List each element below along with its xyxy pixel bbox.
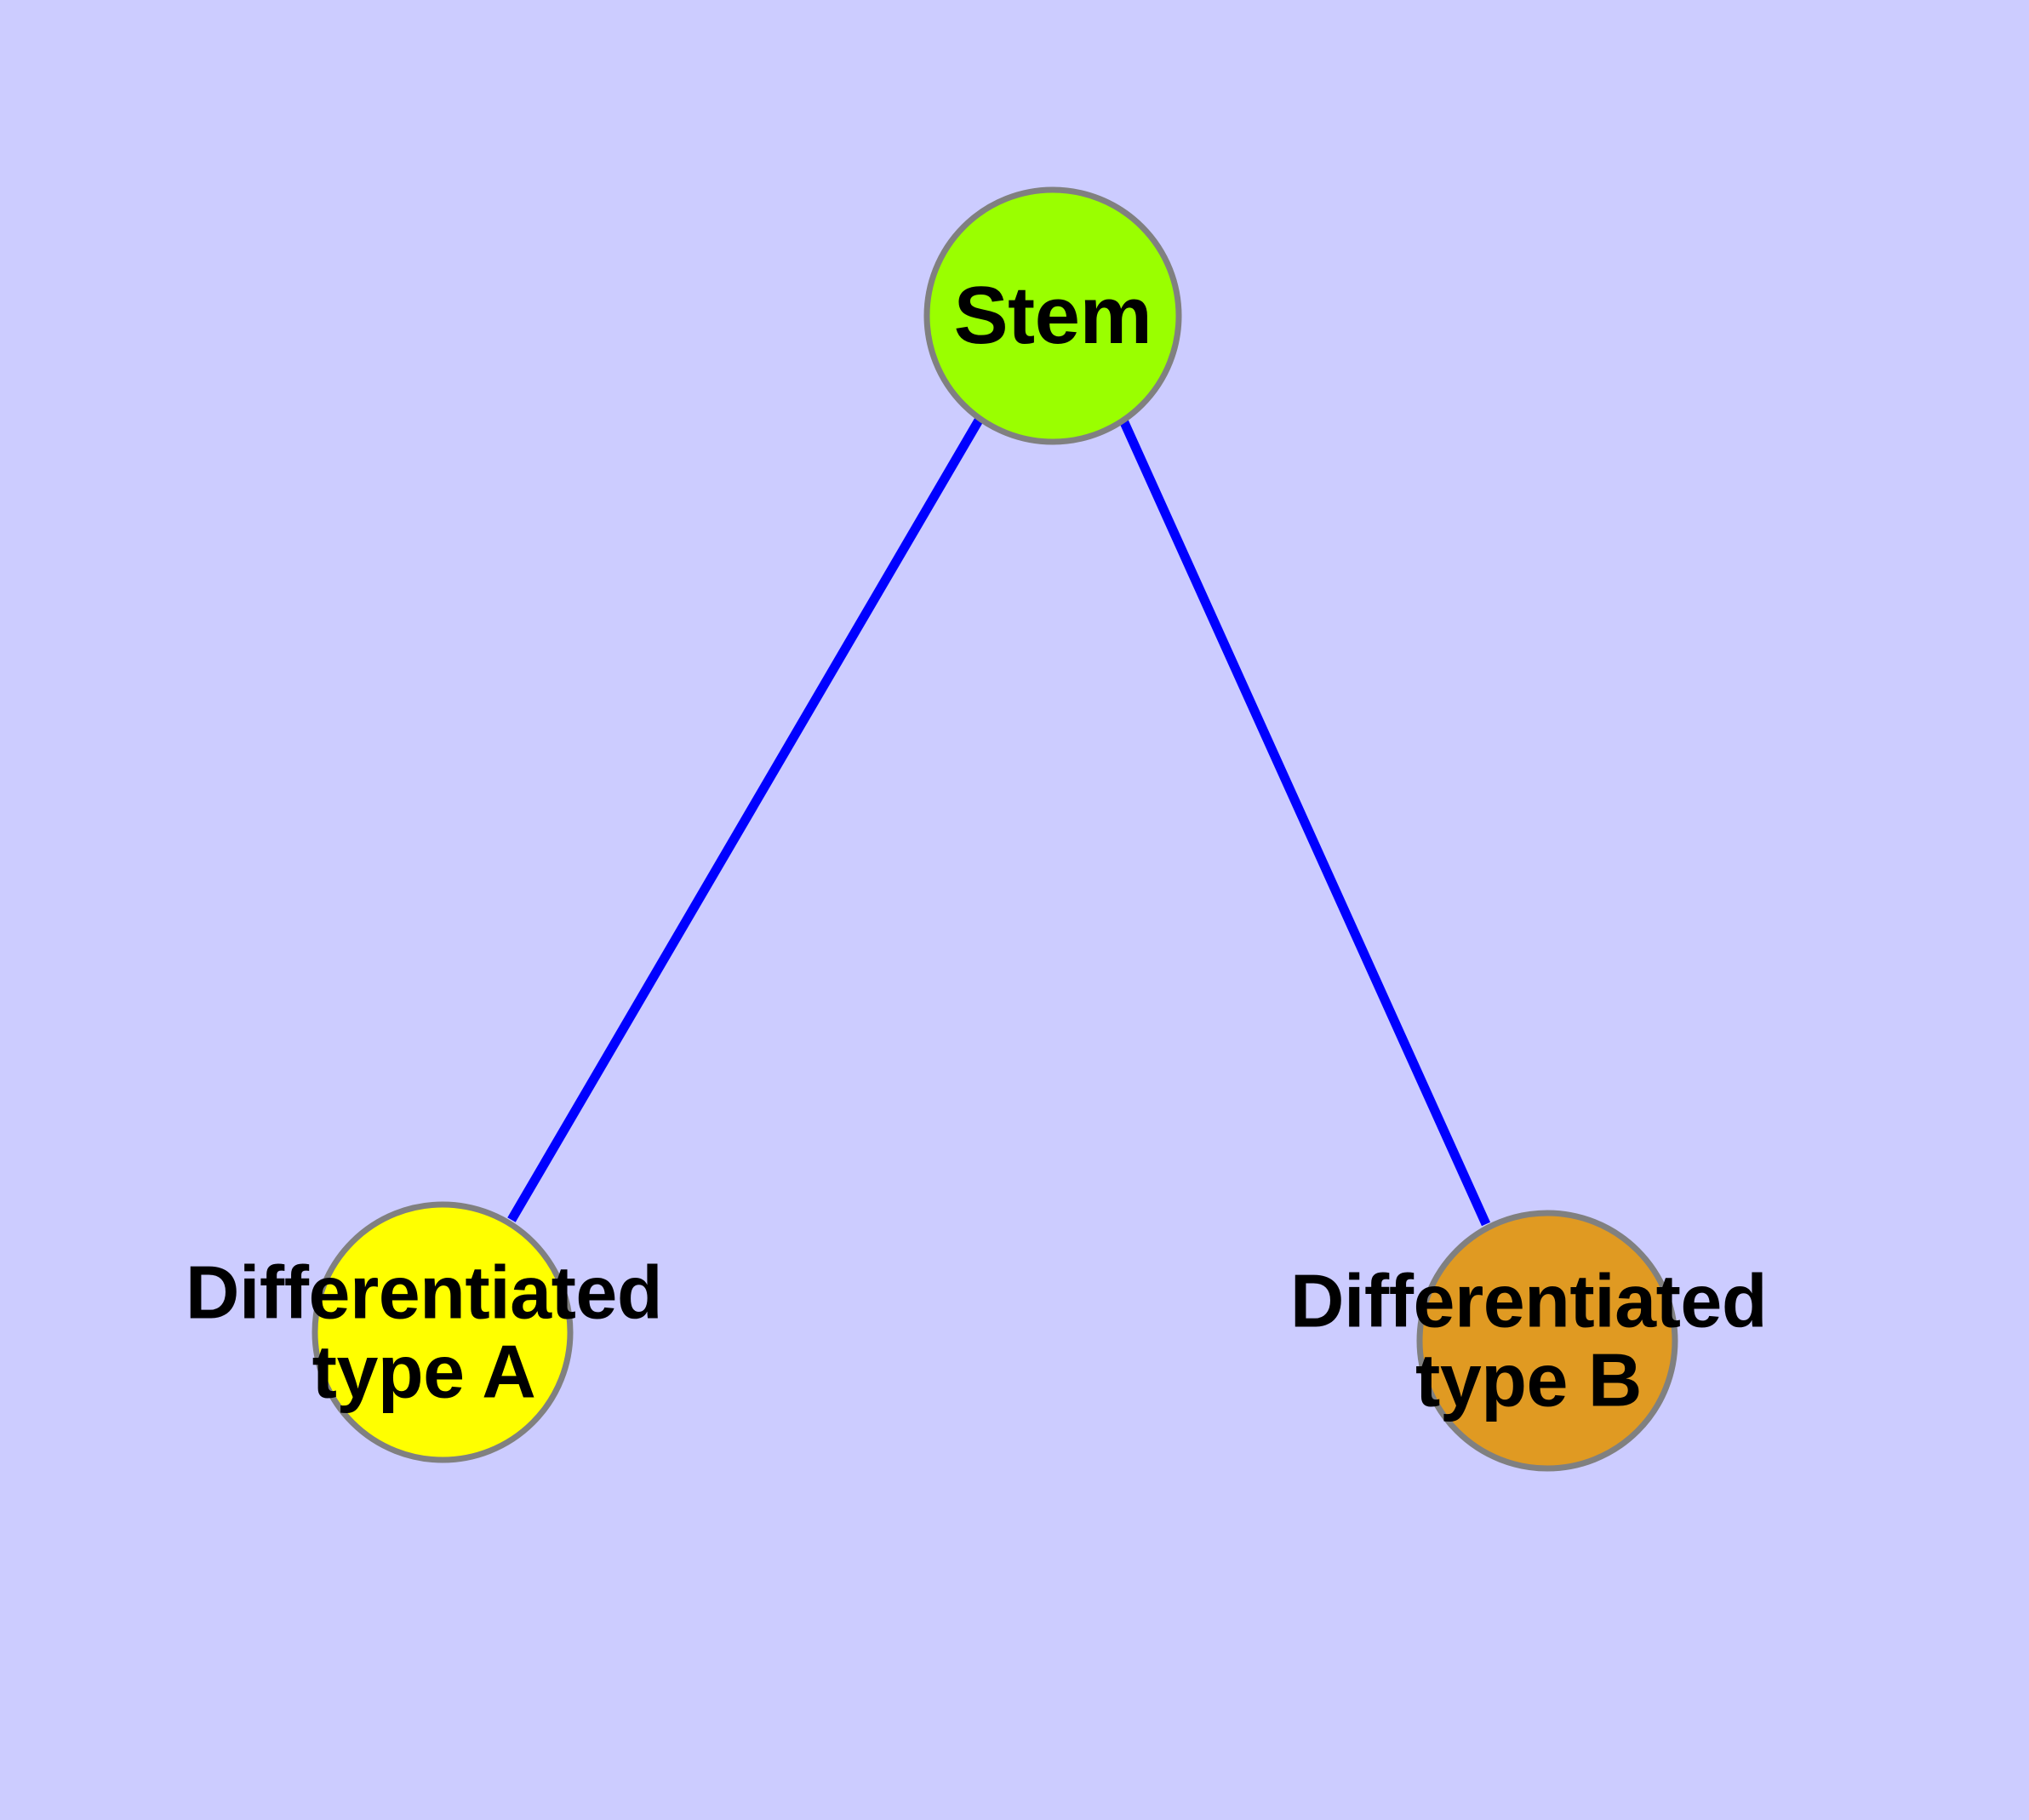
node-diff-b[interactable]: [1416, 1210, 1678, 1472]
edge-stem-to-diff-b[interactable]: [1118, 418, 1491, 1227]
node-stem[interactable]: [923, 186, 1182, 445]
edge-stem-to-diff-a[interactable]: [507, 416, 984, 1222]
node-diff-a[interactable]: [311, 1201, 574, 1463]
